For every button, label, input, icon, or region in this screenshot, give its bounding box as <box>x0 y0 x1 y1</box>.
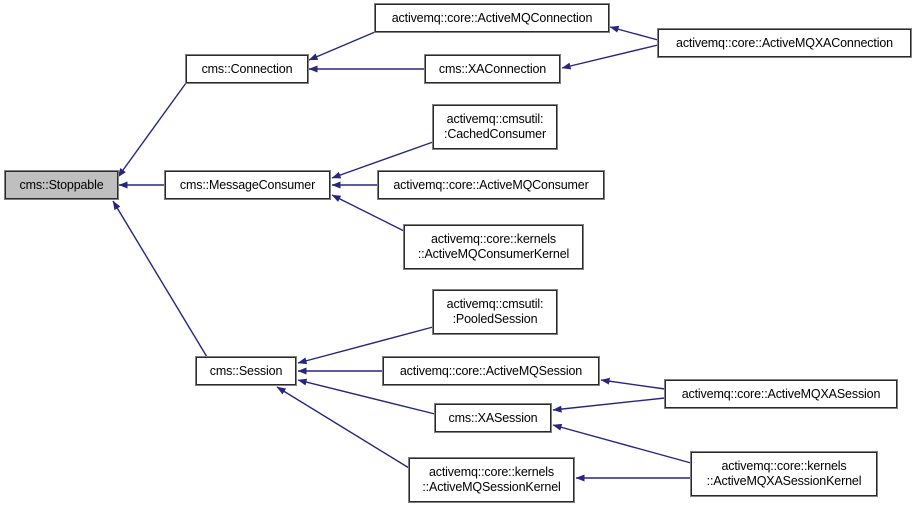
class-node-label: cms::MessageConsumer <box>179 177 316 192</box>
class-node-label: activemq::core::ActiveMQConnection <box>391 10 593 25</box>
class-node-activemq-consumer-kernel[interactable]: activemq::core::kernels ::ActiveMQConsum… <box>403 224 584 270</box>
class-node-activemq-xa-session-kernel[interactable]: activemq::core::kernels ::ActiveMQXASess… <box>690 451 878 497</box>
class-node-activemq-consumer[interactable]: activemq::core::ActiveMQConsumer <box>377 170 605 200</box>
class-node-activemq-session[interactable]: activemq::core::ActiveMQSession <box>382 356 600 386</box>
inheritance-edge-xa-session-to-session <box>297 378 436 415</box>
class-node-label: cms::Session <box>209 363 283 378</box>
class-node-cached-consumer[interactable]: activemq::cmsutil: :CachedConsumer <box>432 104 558 150</box>
class-node-label: activemq::core::ActiveMQXASession <box>681 386 881 401</box>
class-node-label: cms::XASession <box>448 410 538 425</box>
class-node-label: activemq::core::ActiveMQXAConnection <box>676 35 893 50</box>
inheritance-edge-activemq-session-kernel-to-session <box>276 386 410 469</box>
class-node-activemq-connection[interactable]: activemq::core::ActiveMQConnection <box>374 3 610 33</box>
class-node-label: activemq::core::ActiveMQSession <box>399 363 583 378</box>
class-node-connection[interactable]: cms::Connection <box>185 54 309 84</box>
class-node-label: activemq::core::ActiveMQConsumer <box>393 177 589 192</box>
class-node-label: activemq::core::kernels ::ActiveMQXASess… <box>706 459 862 488</box>
class-node-label: activemq::core::kernels ::ActiveMQSessio… <box>422 465 561 494</box>
class-node-label: activemq::cmsutil: :CachedConsumer <box>444 112 546 141</box>
class-node-label: cms::Stoppable <box>19 177 104 192</box>
class-node-activemq-xa-connection[interactable]: activemq::core::ActiveMQXAConnection <box>657 28 912 58</box>
inheritance-edge-activemq-xa-connection-to-xa-connection <box>561 44 659 70</box>
class-node-label: activemq::cmsutil: :PooledSession <box>446 297 544 326</box>
class-node-message-consumer[interactable]: cms::MessageConsumer <box>164 170 331 200</box>
class-node-session[interactable]: cms::Session <box>195 356 297 386</box>
class-node-label: activemq::core::kernels ::ActiveMQConsum… <box>417 232 570 261</box>
class-node-xa-connection[interactable]: cms::XAConnection <box>424 54 561 84</box>
inheritance-edge-activemq-xa-connection-to-activemq-connection <box>609 25 659 41</box>
inheritance-edge-activemq-connection-to-connection <box>308 31 376 61</box>
inheritance-edge-activemq-xa-session-to-activemq-session <box>600 377 666 390</box>
class-node-xa-session[interactable]: cms::XASession <box>434 403 552 433</box>
class-node-pooled-session[interactable]: activemq::cmsutil: :PooledSession <box>432 289 558 335</box>
inheritance-edge-activemq-consumer-kernel-to-message-consumer <box>331 194 405 232</box>
class-node-label: cms::XAConnection <box>438 61 547 76</box>
inheritance-edge-activemq-xa-session-to-xa-session <box>552 397 666 413</box>
inheritance-edge-session-to-stoppable <box>112 200 208 358</box>
class-node-label: cms::Connection <box>201 61 293 76</box>
class-node-activemq-session-kernel[interactable]: activemq::core::kernels ::ActiveMQSessio… <box>408 457 575 503</box>
class-node-activemq-xa-session[interactable]: activemq::core::ActiveMQXASession <box>664 379 898 409</box>
inheritance-edges <box>112 25 692 482</box>
inheritance-edge-connection-to-stoppable <box>117 82 187 178</box>
class-node-stoppable[interactable]: cms::Stoppable <box>4 170 119 200</box>
